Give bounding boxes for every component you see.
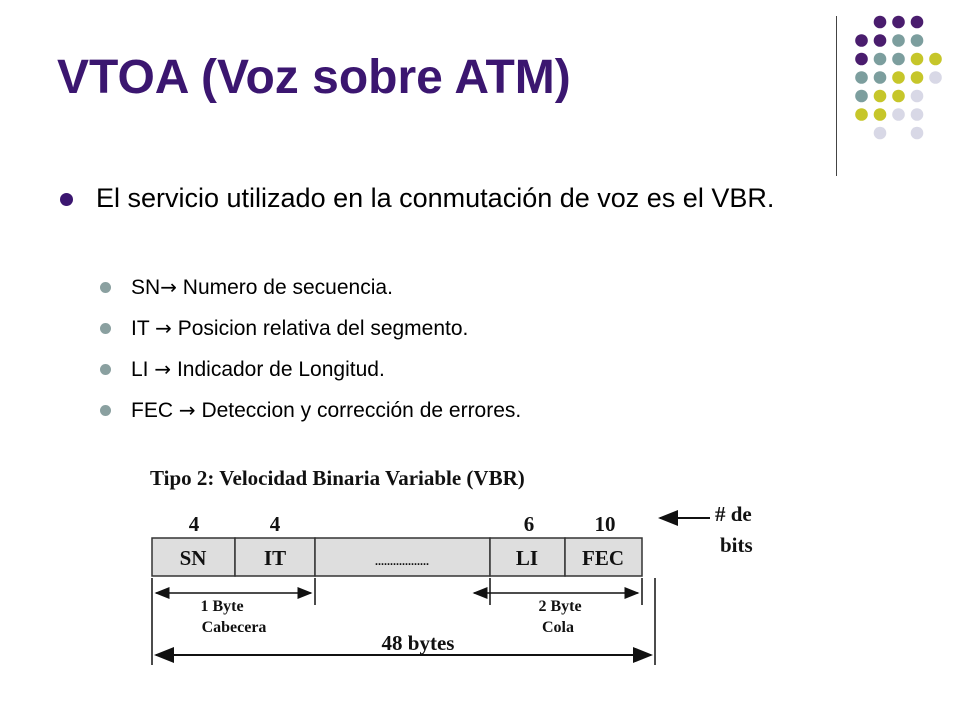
bits-fec: 10 [595,512,616,536]
decorative-dot [929,52,942,66]
slide-title: VTOA (Voz sobre ATM) [57,51,571,104]
field-label-it: IT [264,546,286,570]
right-arrow-icon: → [160,275,177,299]
field-label-sn: SN [180,546,207,570]
main-bullet-marker [60,193,73,206]
right-arrow-icon: → [154,357,172,381]
decorative-dot [892,52,905,66]
decorative-dot-grid [855,15,942,140]
sub-bullet-term: SN [131,276,161,299]
decorative-dot [873,89,887,103]
decorative-dot [910,108,924,121]
title-divider-line [836,16,837,176]
decorative-dot [873,108,887,121]
total-span-label: 48 bytes [382,631,455,655]
decorative-dot [873,15,887,29]
header-span-label-1: 1 Byte [200,598,243,615]
field-box-fec [564,537,643,577]
decorative-dot [910,71,924,84]
decorative-dot [892,34,905,47]
bits-sn: 4 [189,512,200,536]
sub-bullet-sn: SN→ Numero de secuencia. [131,275,393,300]
sub-bullet-fec: FEC → Deteccion y corrección de errores. [131,398,521,423]
decorative-dot [873,34,887,47]
decorative-dot [910,52,924,66]
bits-it: 4 [270,512,281,536]
field-box-li [489,537,566,577]
sub-bullet-term: LI [131,358,155,381]
right-arrow-icon: → [155,316,172,340]
decorative-dot [855,52,868,66]
decorative-dot [910,89,924,103]
sub-bullet-marker [100,282,111,293]
decorative-dot [910,15,924,29]
decorative-dot [892,89,905,103]
sub-bullet-marker [100,364,111,375]
right-arrow-icon: → [178,398,196,422]
field-box-payload [314,537,491,577]
decorative-dot [910,34,924,47]
sub-bullet-desc: Deteccion y corrección de errores. [195,399,522,422]
bits-label-line2: bits [720,533,753,557]
field-label-li: LI [516,546,538,570]
field-label-fec: FEC [582,546,624,570]
sub-bullet-it: IT → Posicion relativa del segmento. [131,316,468,341]
sub-bullet-desc: Posicion relativa del segmento. [171,317,469,340]
decorative-dot [929,71,942,84]
decorative-dot [892,71,905,84]
field-box-sn [151,537,236,577]
sub-bullet-li: LI → Indicador de Longitud. [131,357,385,382]
main-bullet-text: El servicio utilizado en la conmutación … [96,183,775,213]
diagram-heading: Tipo 2: Velocidad Binaria Variable (VBR) [150,466,525,490]
bits-label-line1: # de [715,502,752,526]
sub-bullet-term: IT [131,317,156,340]
decorative-dot [855,71,868,84]
field-label-payload: .................. [375,554,429,568]
sub-bullet-desc: Indicador de Longitud. [171,358,385,381]
sub-bullet-marker [100,405,111,416]
decorative-dot [873,71,887,84]
decorative-dot [855,34,868,47]
header-span-label-2: Cabecera [202,619,267,636]
decorative-dot [873,126,887,140]
sub-bullet-term: FEC [131,399,179,422]
decorative-dot [855,108,868,121]
decorative-dot [873,52,887,66]
sub-bullet-marker [100,323,111,334]
tail-span-label-2: Cola [542,619,574,636]
decorative-dot [855,89,868,103]
sub-bullet-desc: Numero de secuencia. [176,276,393,299]
decorative-dot [892,108,905,121]
bits-li: 6 [524,512,535,536]
vbr-cell-diagram: Tipo 2: Velocidad Binaria Variable (VBR)… [150,466,753,665]
decorative-dot [910,126,924,140]
tail-span-label-1: 2 Byte [538,598,581,615]
decorative-dot [892,15,905,29]
